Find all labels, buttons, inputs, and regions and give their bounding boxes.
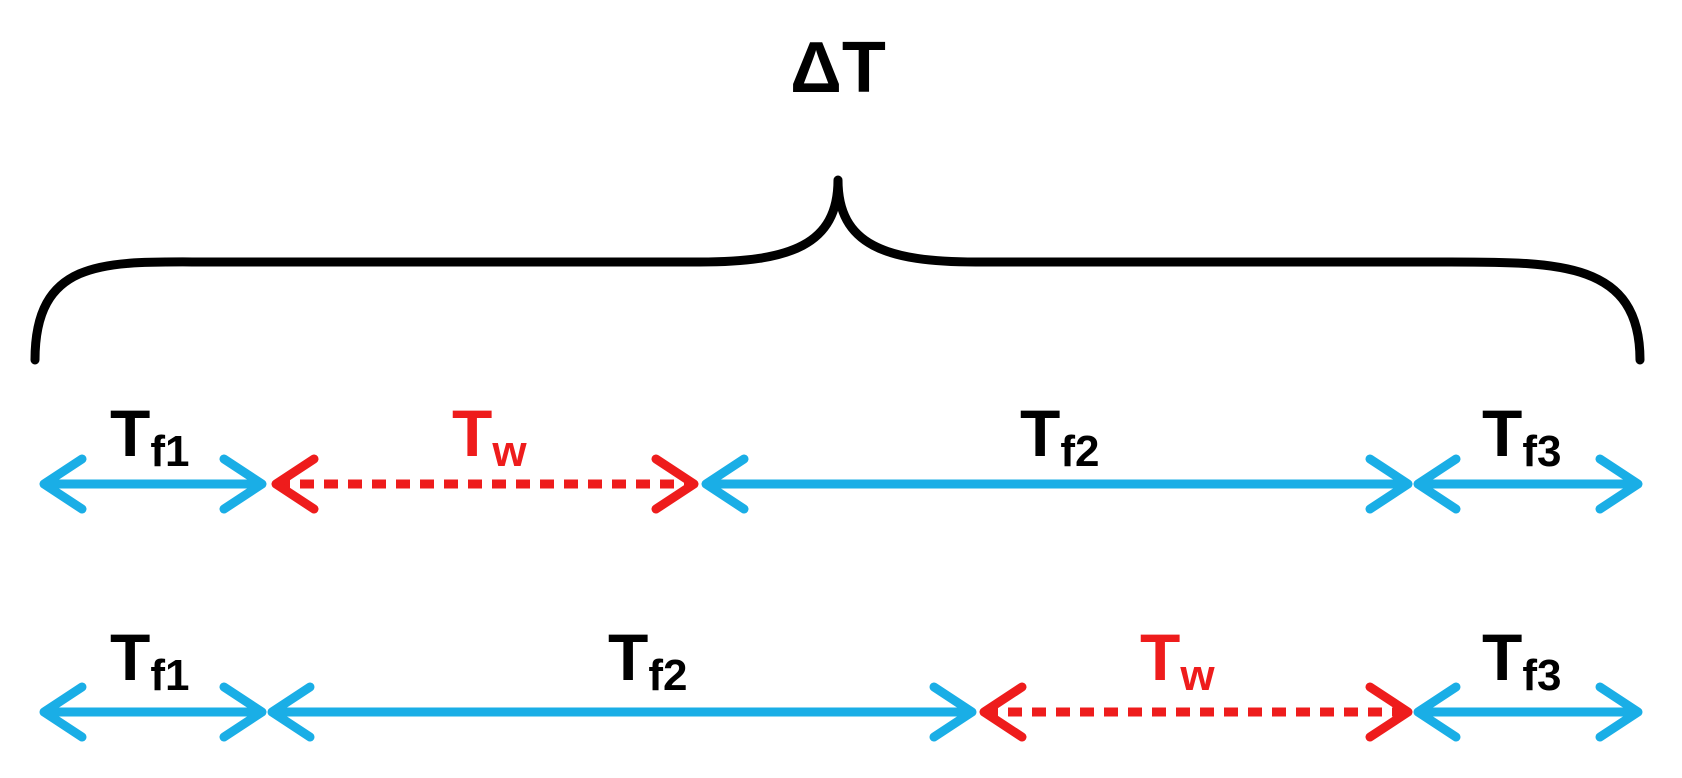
segment-tw: Tw [979, 620, 1413, 742]
segment-tf3: Tf3 [1413, 396, 1643, 514]
segment-tw-label: Tw [452, 396, 527, 476]
segment-tf2-label: Tf2 [608, 620, 687, 700]
segment-tf3: Tf3 [1413, 620, 1643, 742]
segment-tf1-left-arrowhead [39, 682, 87, 742]
timeline-row-2: Tf1 Tf2 Tw Tf3 [39, 620, 1643, 742]
segment-tf2-left-arrowhead [701, 454, 749, 514]
segment-tf2-label: Tf2 [1020, 396, 1099, 476]
segment-tf1: Tf1 [39, 396, 267, 514]
segment-tw-left-arrowhead [271, 454, 319, 514]
segment-tf1: Tf1 [39, 620, 267, 742]
segment-tf3-left-arrowhead [1413, 454, 1461, 514]
segment-tf1-right-arrowhead [219, 454, 267, 514]
segment-tf3-right-arrowhead [1595, 454, 1643, 514]
segment-tw-right-arrowhead [651, 454, 699, 514]
segment-tf3-left-arrowhead [1413, 682, 1461, 742]
segment-tw: Tw [271, 396, 699, 514]
segment-tw-left-arrowhead [979, 682, 1027, 742]
segment-tf2: Tf2 [267, 620, 977, 742]
segment-tw-right-arrowhead [1365, 682, 1413, 742]
interval-brace [30, 175, 1645, 365]
segment-tf1-left-arrowhead [39, 454, 87, 514]
segment-tf2-right-arrowhead [929, 682, 977, 742]
total-interval-label: ΔT [790, 28, 886, 108]
segment-tf2-left-arrowhead [267, 682, 315, 742]
segment-tf3-label: Tf3 [1482, 396, 1561, 476]
segment-tf3-right-arrowhead [1595, 682, 1643, 742]
timeline-row-1: Tf1 Tw Tf2 Tf3 [39, 396, 1643, 514]
segment-tf1-label: Tf1 [110, 620, 189, 700]
segment-tf1-label: Tf1 [110, 396, 189, 476]
segment-tf3-label: Tf3 [1482, 620, 1561, 700]
segment-tw-label: Tw [1140, 620, 1215, 700]
segment-tf2-right-arrowhead [1365, 454, 1413, 514]
segment-tf1-right-arrowhead [219, 682, 267, 742]
segment-tf2: Tf2 [701, 396, 1413, 514]
